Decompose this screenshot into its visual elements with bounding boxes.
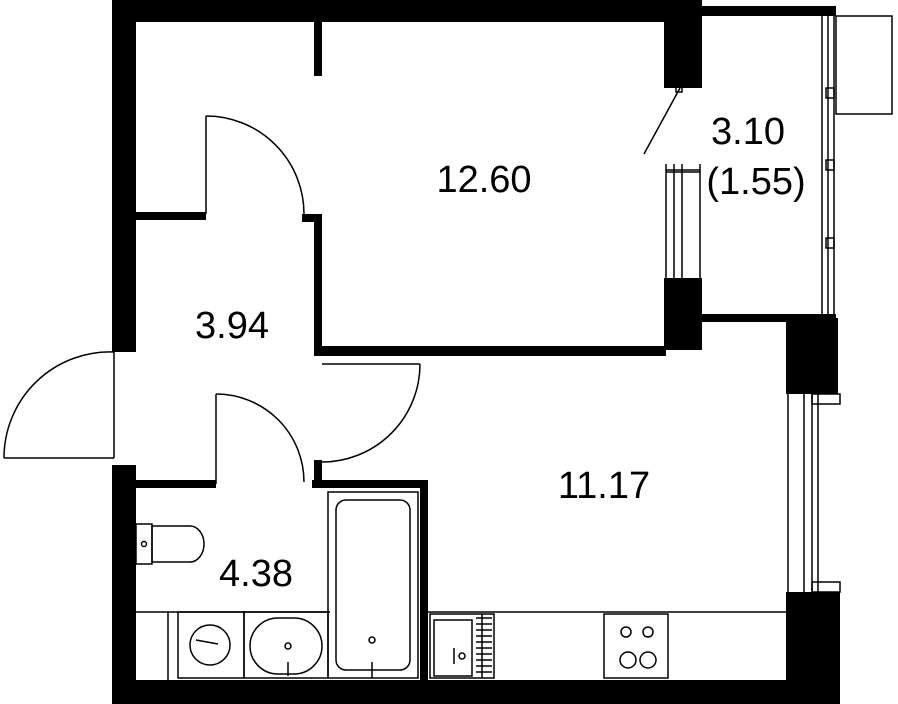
kitchen-window [787,393,841,593]
bedroom-door [205,115,305,215]
walls [112,0,840,704]
bathroom-area: 4.38 [219,553,293,595]
partition-bedroom-left-cap [302,214,322,222]
balcony-outer-glazing [821,10,893,318]
bathroom-door [215,393,305,484]
wall-left-upper [112,0,136,352]
wall-pier-top [664,0,702,88]
bedroom-area: 12.60 [436,159,531,201]
doors [3,83,683,484]
wall-pier-bottom [664,278,702,350]
hallway-area: 3.94 [195,305,269,347]
partition-bedroom-left [314,214,322,354]
partition-hall-top [134,212,206,220]
stove-icon [603,613,669,679]
partition-bath-right [420,480,428,682]
balcony-parapet-top [700,6,836,16]
partition-door-stub [314,460,322,488]
washing-machine-icon [177,611,245,679]
partition-bath-top-right [312,480,428,488]
bedroom-balcony-glazing [665,164,701,278]
partition-bedroom-bottom [314,346,666,356]
wall-left-lower [112,465,136,704]
kitchen-counter [428,611,786,679]
balcony-parapet-bottom [700,314,836,322]
kitchen-living-area: 11.17 [558,465,650,507]
balcony-area-reduced: (1.55) [706,161,805,203]
sink-icon [243,611,329,679]
kitchen-door [321,363,421,463]
partition-bath-top-left [134,480,216,488]
windows [665,10,893,593]
room-labels: 12.60 3.10 (1.55) 3.94 11.17 4.38 [195,111,806,595]
partition-stub-top [314,20,322,76]
wall-bottom [112,680,840,704]
entrance-door [3,351,115,459]
balcony-area: 3.10 [711,111,785,153]
wall-top [112,0,702,22]
wall-right-lower [786,592,840,704]
bathtub-icon [327,491,419,679]
balcony-door [643,83,683,155]
toilet-icon [135,523,205,565]
wall-right-upper [786,318,838,394]
partitions [134,20,666,682]
fixtures [135,491,786,680]
